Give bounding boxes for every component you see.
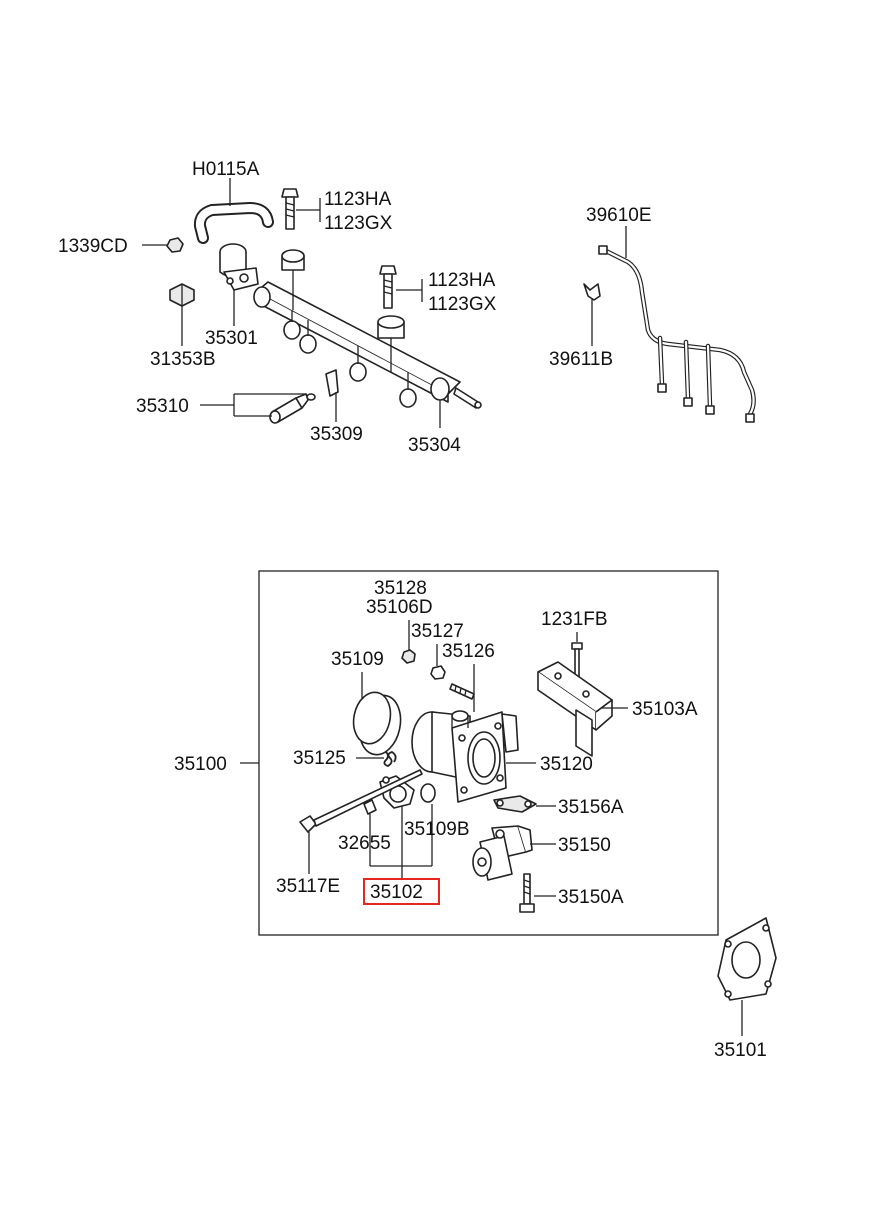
label-1123gx-lower: 1123GX <box>428 294 497 315</box>
spring-35125[interactable] <box>383 751 397 767</box>
label-35310: 35310 <box>136 396 189 417</box>
wire-harness-39610e[interactable] <box>598 245 756 423</box>
screw-35126[interactable] <box>449 683 475 700</box>
label-32655: 32655 <box>338 833 391 854</box>
highlight-box-35102[interactable] <box>363 878 440 905</box>
bracket-35103a[interactable] <box>537 661 613 757</box>
clip-31353b[interactable] <box>169 283 195 307</box>
wire-harness-group: 39610E 39611B <box>549 205 756 423</box>
nut-35106d[interactable] <box>401 649 416 664</box>
label-35109b: 35109B <box>404 819 470 840</box>
label-35150a: 35150A <box>558 887 624 908</box>
leader-35102 <box>369 804 433 878</box>
fuel-rail-group: H0115A 1123HA 1123GX 1339CD 35301 <box>58 159 497 456</box>
label-35102: 35102 <box>370 882 423 903</box>
label-35301: 35301 <box>205 328 258 349</box>
label-35106d: 35106D <box>366 597 433 618</box>
label-35304: 35304 <box>408 435 461 456</box>
cover-35109[interactable] <box>349 689 406 759</box>
label-1123ha-lower: 1123HA <box>428 270 496 291</box>
hose-h0115a[interactable] <box>193 202 274 244</box>
gasket-35101-group: 35101 <box>714 917 777 1061</box>
nut-1339cd[interactable] <box>166 237 184 253</box>
gasket-35101[interactable] <box>717 917 777 1001</box>
oring-35109b[interactable] <box>420 783 436 803</box>
label-35100: 35100 <box>174 754 227 775</box>
label-35128: 35128 <box>374 578 427 599</box>
label-39610e: 39610E <box>586 205 652 226</box>
leader-1123ha-lower <box>396 279 423 302</box>
tps-connector-32655[interactable] <box>363 799 377 815</box>
label-35103a: 35103A <box>632 699 698 720</box>
label-35126: 35126 <box>442 641 495 662</box>
label-h0115a: H0115A <box>192 159 260 180</box>
throttle-body-assembly: 35100 35128 35106D 35127 35126 35109 <box>174 570 719 936</box>
leader-35310 <box>200 393 306 417</box>
label-39611b: 39611B <box>549 349 613 370</box>
bolt-35150a[interactable] <box>519 873 535 913</box>
label-1339cd: 1339CD <box>58 236 128 257</box>
label-31353b: 31353B <box>150 349 216 370</box>
bolt-1123ha-upper[interactable] <box>281 188 299 230</box>
label-35309: 35309 <box>310 424 363 445</box>
throttle-body-35120[interactable] <box>411 710 519 803</box>
injector-35310[interactable] <box>269 393 316 424</box>
label-35120: 35120 <box>540 754 593 775</box>
bolt-1123ha-lower[interactable] <box>379 265 397 309</box>
cap-35127[interactable] <box>430 665 446 680</box>
gasket-35156a[interactable] <box>493 795 537 813</box>
screw-35117e[interactable] <box>299 769 423 833</box>
bracket-39611b[interactable] <box>583 283 601 301</box>
fuel-rail-35304[interactable] <box>253 249 482 409</box>
label-1123ha-upper: 1123HA <box>324 189 392 210</box>
clip-35309[interactable] <box>325 369 339 397</box>
label-35109: 35109 <box>331 649 384 670</box>
label-1231fb: 1231FB <box>541 609 608 630</box>
label-35156a: 35156A <box>558 797 624 818</box>
label-35117e: 35117E <box>276 876 340 897</box>
label-35125: 35125 <box>293 748 346 769</box>
assembly-frame-35100 <box>258 570 719 936</box>
label-1123gx-upper: 1123GX <box>324 213 393 234</box>
regulator-35301[interactable] <box>219 243 259 291</box>
isc-valve-35150[interactable] <box>472 825 533 881</box>
label-35127: 35127 <box>411 621 464 642</box>
label-35150: 35150 <box>558 835 611 856</box>
leader-1123ha-upper <box>296 198 321 222</box>
label-35101: 35101 <box>714 1040 767 1061</box>
